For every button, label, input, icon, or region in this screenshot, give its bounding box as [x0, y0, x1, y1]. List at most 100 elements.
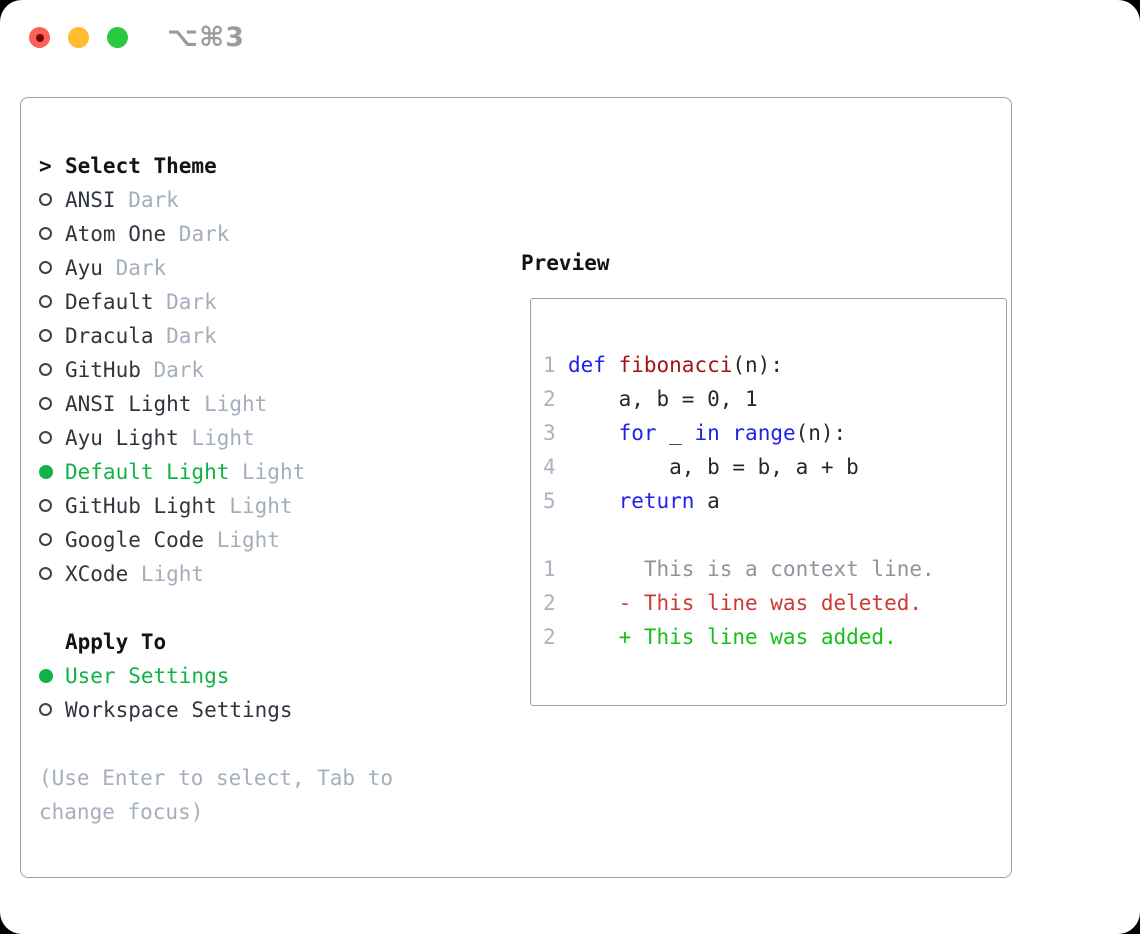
theme-list-item[interactable]: Google Code Light [39, 523, 393, 557]
theme-list-item[interactable]: GitHub Light Light [39, 489, 393, 523]
line-number: 2 [543, 387, 556, 411]
radio-marker [39, 183, 65, 217]
apply-to-title: Apply To [65, 630, 167, 654]
code-token [720, 421, 733, 445]
theme-variant-tag: Dark [178, 222, 230, 246]
code-text: def fibonacci(n): [568, 348, 783, 382]
code-token [606, 353, 619, 377]
theme-name: Default Light [65, 460, 230, 484]
theme-name: Ayu Light [65, 426, 179, 450]
minimize-window-button[interactable] [68, 27, 89, 48]
theme-list-item[interactable]: Atom One Dark [39, 217, 393, 251]
code-text: a, b = b, a + b [568, 450, 859, 484]
theme-name: Dracula [65, 324, 154, 348]
line-number [543, 518, 568, 552]
code-token: a [694, 489, 720, 513]
radio-circle-icon [39, 227, 52, 240]
radio-circle-icon [39, 465, 53, 479]
code-token: (n): [795, 421, 847, 445]
radio-marker [39, 285, 65, 319]
line-number: 4 [543, 455, 556, 479]
radio-marker [39, 455, 65, 489]
theme-name: ANSI [65, 188, 116, 212]
code-token: (n): [732, 353, 783, 377]
theme-variant-tag: Light [216, 528, 280, 552]
code-token: - This line was deleted. [568, 591, 923, 615]
theme-list-item[interactable]: ANSI Dark [39, 183, 393, 217]
line-number: 1 [543, 353, 556, 377]
radio-circle-icon [39, 533, 52, 546]
apply-to-option[interactable]: Workspace Settings [39, 693, 393, 727]
theme-variant-tag: Dark [128, 188, 179, 212]
theme-variant-tag: Light [191, 426, 255, 450]
theme-name: Ayu [65, 256, 103, 280]
code-token: return [618, 489, 695, 513]
radio-marker [39, 557, 65, 591]
preview-code-line: 1 def fibonacci(n): [543, 348, 1006, 382]
preview-code-line: 5 return a [543, 484, 1006, 518]
theme-variant-tag: Dark [153, 358, 205, 382]
radio-circle-icon [39, 363, 52, 376]
radio-circle-icon [39, 499, 52, 512]
radio-marker [39, 523, 65, 557]
code-token: a, b = 0, 1 [568, 387, 758, 411]
code-text: This is a context line. [568, 552, 935, 586]
apply-to-marker-gap [39, 625, 65, 659]
radio-marker [39, 387, 65, 421]
radio-marker [39, 217, 65, 251]
code-token [568, 489, 619, 513]
theme-list-item[interactable]: GitHub Dark [39, 353, 393, 387]
radio-circle-icon [39, 669, 53, 683]
line-number: 1 [543, 557, 556, 581]
line-number: 5 [543, 489, 556, 513]
close-window-button[interactable] [29, 27, 50, 48]
radio-circle-icon [39, 295, 52, 308]
theme-name: GitHub Light [65, 494, 217, 518]
traffic-lights [29, 27, 128, 48]
theme-variant-tag: Light [242, 460, 306, 484]
theme-list-title: Select Theme [65, 154, 217, 178]
code-text: a, b = 0, 1 [568, 382, 758, 416]
code-token: for [618, 421, 657, 445]
preview-code-line: 4 a, b = b, a + b [543, 450, 1006, 484]
code-token: range [732, 421, 796, 445]
code-token: def [568, 353, 606, 377]
theme-variant-tag: Light [229, 494, 293, 518]
code-text: + This line was added. [568, 620, 897, 654]
theme-name: Atom One [65, 222, 167, 246]
theme-name: XCode [65, 562, 129, 586]
theme-list-item[interactable]: XCode Light [39, 557, 393, 591]
theme-list-item[interactable]: Default Light Light [39, 455, 393, 489]
code-token: This is a context line. [568, 557, 935, 581]
apply-to-option[interactable]: User Settings [39, 659, 393, 693]
preview-code-line: 3 for _ in range(n): [543, 416, 1006, 450]
zoom-window-button[interactable] [107, 27, 128, 48]
line-number: 2 [543, 625, 556, 649]
radio-marker [39, 251, 65, 285]
apply-to-header: Apply To [39, 625, 393, 659]
theme-name: Google Code [65, 528, 205, 552]
radio-circle-icon [39, 567, 52, 580]
theme-variant-tag: Light [140, 562, 205, 586]
code-token [568, 421, 619, 445]
theme-list-item[interactable]: Ayu Light Light [39, 421, 393, 455]
radio-circle-icon [39, 329, 52, 342]
radio-marker [39, 489, 65, 523]
line-number: 2 [543, 591, 556, 615]
preview-code-box: 1 def fibonacci(n): 2 a, b = 0, 1 3 for _… [530, 298, 1007, 706]
code-token: + This line was added. [568, 625, 897, 649]
spacer [39, 591, 393, 625]
theme-name: Default [65, 290, 154, 314]
preview-code-line: 2 - This line was deleted. [543, 586, 1006, 620]
theme-name: GitHub [65, 358, 141, 382]
code-token: a, b = b, a + b [568, 455, 859, 479]
